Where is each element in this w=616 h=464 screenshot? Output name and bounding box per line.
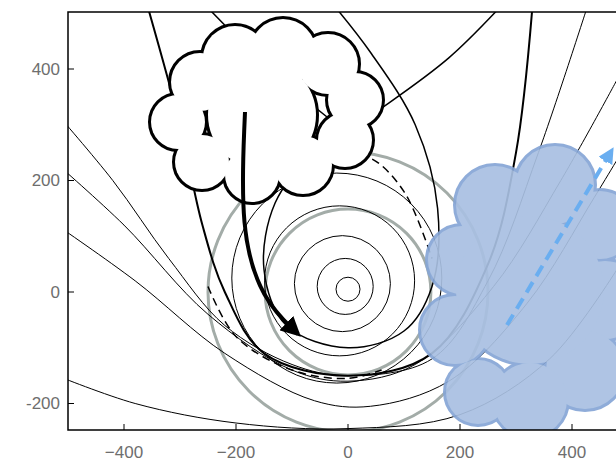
axis-tick-label: 200 bbox=[32, 172, 60, 189]
axis-tick-label: 400 bbox=[32, 61, 60, 78]
axis-tick-label: 0 bbox=[51, 284, 60, 301]
axis-tick-label: 0 bbox=[343, 444, 352, 461]
axis-tick-label: −400 bbox=[105, 444, 143, 461]
tick-mark bbox=[68, 403, 74, 404]
tick-mark bbox=[68, 69, 74, 70]
axis-tick-label: 200 bbox=[446, 444, 474, 461]
tick-mark bbox=[460, 424, 461, 430]
dashed-flow-arrow bbox=[507, 150, 612, 325]
spiral-ring bbox=[336, 277, 360, 301]
tick-mark bbox=[348, 424, 349, 430]
tick-mark bbox=[236, 424, 237, 430]
white-cloud bbox=[150, 18, 383, 203]
axis-tick-label: -200 bbox=[26, 395, 60, 412]
spiral-ring bbox=[232, 173, 442, 383]
contour-line bbox=[68, 80, 616, 381]
axis-tick-label: −200 bbox=[217, 444, 255, 461]
tick-mark bbox=[124, 424, 125, 430]
flow-arrow bbox=[243, 112, 298, 334]
spiral-ring bbox=[265, 206, 415, 356]
tick-mark bbox=[572, 424, 573, 430]
tick-mark bbox=[68, 292, 74, 293]
axis-tick-label: 400 bbox=[558, 444, 586, 461]
spiral-ring bbox=[294, 236, 390, 332]
plot-frame bbox=[68, 12, 616, 430]
grey-circle bbox=[265, 209, 431, 375]
blue-cloud bbox=[420, 145, 616, 430]
tick-mark bbox=[68, 180, 74, 181]
spiral-ring bbox=[317, 258, 373, 314]
